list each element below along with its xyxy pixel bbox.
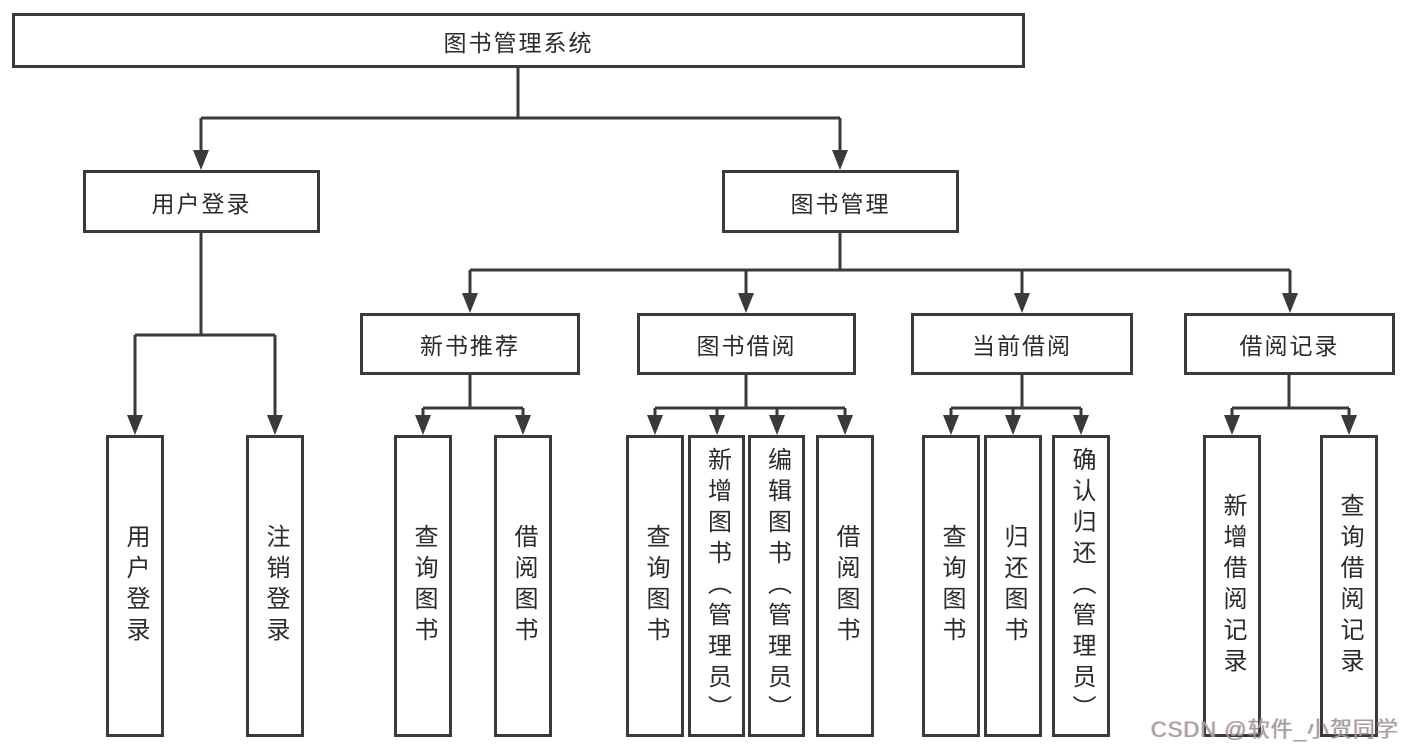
leaf-logout-login: 注销登录 xyxy=(246,435,304,737)
arrow-down-icon xyxy=(1014,293,1030,313)
node-label: 查询图书 xyxy=(642,524,669,648)
arrow-down-icon xyxy=(647,415,663,435)
leaf-borrow-book: 借阅图书 xyxy=(494,435,552,737)
node-label: 新书推荐 xyxy=(420,333,520,359)
arrowheads xyxy=(127,150,1357,435)
arrow-down-icon xyxy=(1224,415,1240,435)
connector-newbookrec-to-leaves xyxy=(421,375,525,416)
node-label: 新增借阅记录 xyxy=(1219,493,1246,679)
arrow-down-icon xyxy=(1005,415,1021,435)
arrow-down-icon xyxy=(267,415,283,435)
leaf-query-book: 查询图书 xyxy=(922,435,980,737)
node-label: 借阅图书 xyxy=(510,524,537,648)
arrow-down-icon xyxy=(709,415,725,435)
node-label: 新增图书（管理员） xyxy=(703,446,731,726)
node-new-book-recommend: 新书推荐 xyxy=(360,313,580,375)
leaf-borrow-book: 借阅图书 xyxy=(816,435,874,737)
node-label: 确认归还（管理员） xyxy=(1068,446,1095,726)
node-label: 图书管理 xyxy=(790,190,891,217)
node-label: 查询图书 xyxy=(938,524,965,648)
node-label: 查询借阅记录 xyxy=(1336,493,1363,679)
node-label: 查询图书 xyxy=(410,524,437,648)
connector-root-to-level2 xyxy=(199,68,842,152)
leaf-query-book: 查询图书 xyxy=(394,435,452,737)
node-book-borrow: 图书借阅 xyxy=(637,313,856,375)
leaf-confirm-return-admin: 确认归还（管理员） xyxy=(1052,435,1110,737)
node-label: 编辑图书（管理员） xyxy=(763,446,791,726)
connector-bookborrow-to-leaves xyxy=(653,375,847,416)
node-borrow-records: 借阅记录 xyxy=(1184,313,1395,375)
arrow-down-icon xyxy=(1341,415,1357,435)
arrow-down-icon xyxy=(462,293,478,313)
arrow-down-icon xyxy=(1073,415,1089,435)
connector-bookmgmt-to-level3 xyxy=(468,233,1292,295)
arrow-down-icon xyxy=(738,293,754,313)
connector-userlogin-to-leaves xyxy=(133,233,277,416)
leaf-user-login: 用户登录 xyxy=(106,435,164,737)
node-label: 图书借阅 xyxy=(696,333,797,359)
connector-currentborrow-to-leaves xyxy=(949,375,1083,416)
watermark: CSDN @软件_小贺同学 xyxy=(1150,717,1399,742)
node-label: 用户登录 xyxy=(151,190,252,217)
arrow-down-icon xyxy=(415,415,431,435)
node-label: 归还图书 xyxy=(1000,524,1027,648)
arrow-down-icon xyxy=(769,415,785,435)
leaf-add-book-admin: 新增图书（管理员） xyxy=(688,435,745,737)
node-label: 用户登录 xyxy=(122,524,149,648)
arrow-down-icon xyxy=(515,415,531,435)
arrow-down-icon xyxy=(837,415,853,435)
node-label: 借阅记录 xyxy=(1239,333,1340,359)
node-label: 当前借阅 xyxy=(972,333,1072,359)
leaf-edit-book-admin: 编辑图书（管理员） xyxy=(748,435,805,737)
arrow-down-icon xyxy=(1282,293,1298,313)
node-current-borrow: 当前借阅 xyxy=(911,313,1133,375)
arrow-down-icon xyxy=(127,415,143,435)
arrow-down-icon xyxy=(832,150,848,170)
leaf-query-book: 查询图书 xyxy=(626,435,684,737)
node-label: 借阅图书 xyxy=(832,524,859,648)
connector-borrowrecords-to-leaves xyxy=(1230,375,1351,416)
node-user-login: 用户登录 xyxy=(83,170,320,233)
node-book-management: 图书管理 xyxy=(722,170,959,233)
node-label: 图书管理系统 xyxy=(443,29,594,56)
node-library-system: 图书管理系统 xyxy=(12,13,1025,68)
arrow-down-icon xyxy=(193,150,209,170)
leaf-return-book: 归还图书 xyxy=(984,435,1042,737)
leaf-query-borrow-record: 查询借阅记录 xyxy=(1320,435,1378,737)
node-label: 注销登录 xyxy=(262,524,289,648)
arrow-down-icon xyxy=(943,415,959,435)
leaf-add-borrow-record: 新增借阅记录 xyxy=(1203,435,1261,737)
